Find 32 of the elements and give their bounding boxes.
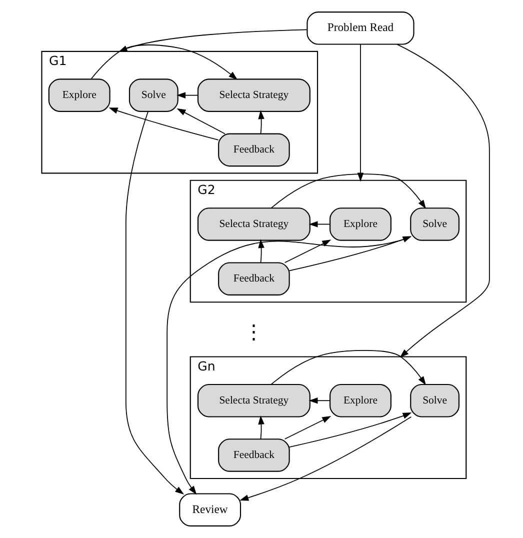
arrow <box>166 236 411 495</box>
arrow <box>308 221 330 228</box>
arrow <box>239 416 412 501</box>
node-box: Feedback <box>218 438 290 472</box>
arrow <box>258 239 264 263</box>
node-box: Feedback <box>218 133 290 167</box>
node-box: Selecta Strategy <box>196 208 310 241</box>
arrow <box>270 350 426 386</box>
label: ⋮ <box>243 321 264 344</box>
arrow <box>308 397 330 404</box>
node-box: Feedback <box>218 262 290 296</box>
node-box: Explore <box>48 78 110 112</box>
node-box: Explore <box>329 384 391 418</box>
arrow <box>176 92 198 98</box>
node-box: Problem Read <box>306 12 414 45</box>
arrow <box>288 236 412 272</box>
node-box: Selecta Strategy <box>196 78 310 112</box>
arrow <box>396 44 490 358</box>
node-box: Review <box>178 493 241 526</box>
arrow <box>284 240 331 264</box>
node-box: Solve <box>410 384 460 418</box>
node-box: Explore <box>329 208 391 241</box>
node-box: Solve <box>410 208 460 241</box>
node-box: Selecta Strategy <box>196 384 310 418</box>
arrow <box>258 415 264 440</box>
arrow <box>284 416 331 440</box>
arrow <box>258 110 264 134</box>
arrow <box>108 108 218 140</box>
node-box: Solve <box>128 78 178 112</box>
arrow <box>176 108 225 134</box>
arrow <box>288 412 412 448</box>
arrow <box>124 111 184 495</box>
